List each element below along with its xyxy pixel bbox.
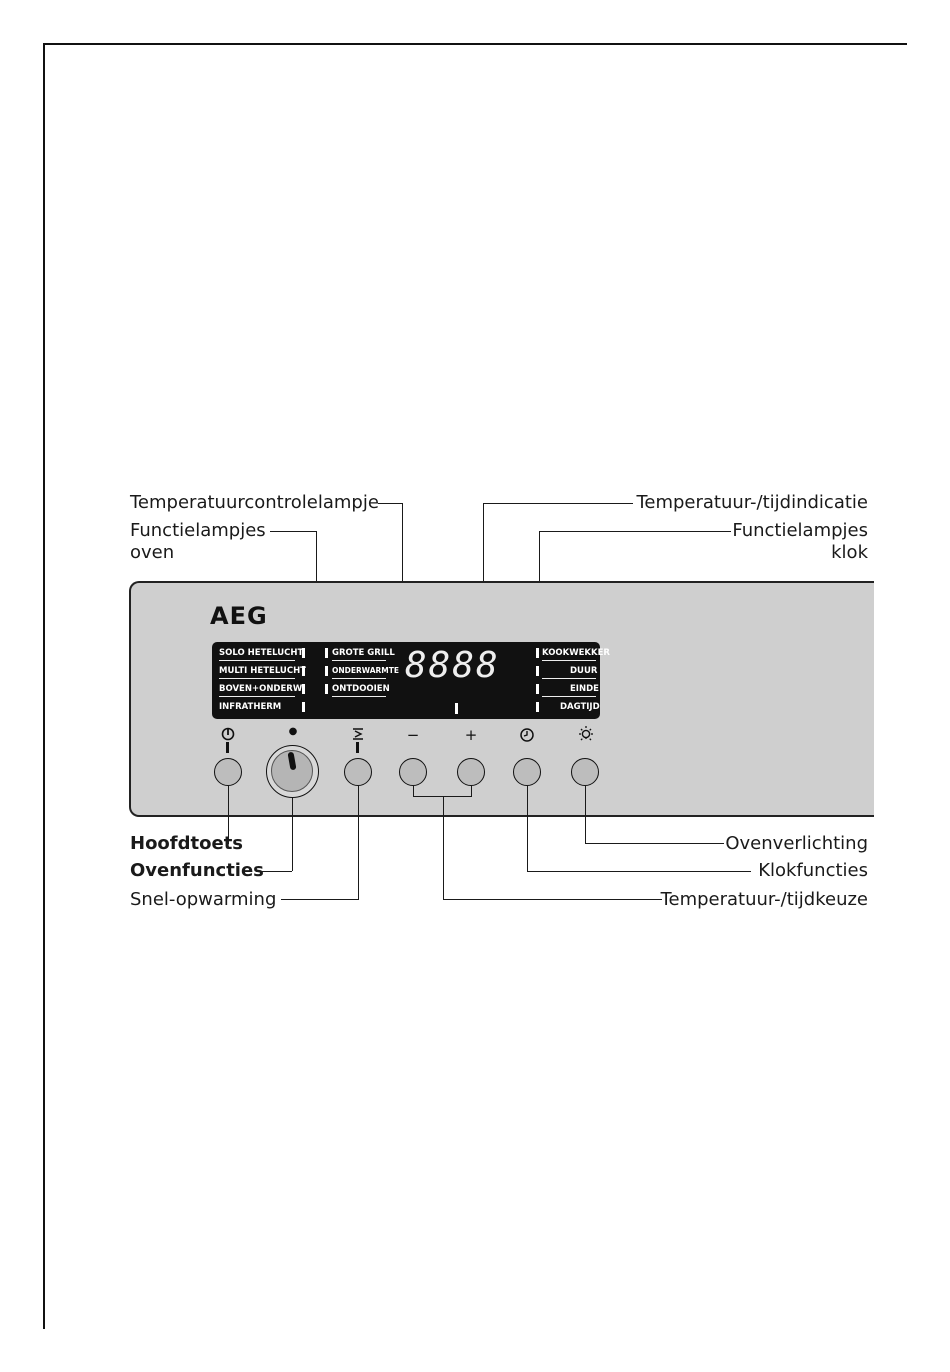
leader-select-h xyxy=(443,899,662,900)
power-icon xyxy=(221,727,235,741)
clock-function-lamp xyxy=(536,666,539,676)
oven-function-label: MULTI HETELUCHT xyxy=(219,666,306,676)
divider xyxy=(542,678,596,679)
dot-icon: ● xyxy=(288,726,298,737)
oven-function-label: ONDERWARMTE xyxy=(332,666,399,675)
leader-select-bracket-h xyxy=(413,796,472,797)
oven-function-label: ONTDOOIEN xyxy=(332,684,390,694)
plus-button[interactable] xyxy=(457,758,485,786)
label-function-lamps-clock-2: klok xyxy=(831,542,868,563)
leader-oven-functions-v xyxy=(292,798,293,871)
divider xyxy=(332,696,386,697)
divider xyxy=(219,660,295,661)
label-temp-time-select: Temperatuur-/tijdkeuze xyxy=(660,889,868,910)
clock-function-lamp xyxy=(536,684,539,694)
label-temp-time-indication: Temperatuur-/tijdindicatie xyxy=(636,492,868,513)
leader-select-v xyxy=(443,796,444,900)
temp-time-display: 8888 xyxy=(405,645,500,686)
label-clock-functions: Klokfuncties xyxy=(758,860,868,881)
temp-control-lamp xyxy=(455,703,458,714)
minus-button[interactable] xyxy=(399,758,427,786)
leader-quick-heat-v xyxy=(358,786,359,900)
quick-heat-button[interactable] xyxy=(344,758,372,786)
plus-icon: + xyxy=(464,726,478,744)
leader-temp-control-h1 xyxy=(378,503,402,504)
power-lamp xyxy=(226,742,229,753)
clock-function-lamp xyxy=(536,648,539,658)
leader-clock-functions-h xyxy=(527,871,751,872)
oven-function-lamp xyxy=(302,702,305,712)
leader-select-bracket-r xyxy=(471,786,472,796)
oven-function-label: SOLO HETELUCHT xyxy=(219,648,304,658)
label-function-lamps-oven-2: oven xyxy=(130,542,175,563)
oven-function-knob[interactable] xyxy=(266,745,319,798)
quick-heat-lamp xyxy=(356,742,359,753)
clock-functions-button[interactable] xyxy=(513,758,541,786)
label-oven-light: Ovenverlichting xyxy=(725,833,868,854)
leader-quick-heat-h xyxy=(281,899,358,900)
oven-light-button[interactable] xyxy=(571,758,599,786)
divider xyxy=(332,660,386,661)
leader-main-switch-v xyxy=(228,786,229,844)
oven-function-lamp xyxy=(325,648,328,658)
oven-function-lamp xyxy=(325,666,328,676)
divider xyxy=(542,660,596,661)
leader-clock-functions-v xyxy=(527,786,528,872)
label-function-lamps-clock-1: Functielampjes xyxy=(732,520,868,541)
clock-function-label: KOOKWEKKER xyxy=(542,648,610,658)
leader-oven-light-v xyxy=(585,786,586,844)
clock-icon xyxy=(520,728,534,742)
label-quick-heat: Snel-opwarming xyxy=(130,889,277,910)
oven-function-lamp xyxy=(302,684,305,694)
oven-function-label: GROTE GRILL xyxy=(332,648,395,658)
oven-function-lamp xyxy=(302,666,305,676)
oven-function-label: BOVEN+ONDERW. xyxy=(219,684,305,694)
leader-temp-time-ind-h xyxy=(483,503,633,504)
clock-function-label: EINDE xyxy=(570,684,599,694)
oven-function-lamp xyxy=(325,684,328,694)
leader-select-bracket-l xyxy=(413,786,414,796)
display-window xyxy=(212,642,600,719)
leader-clock-lamps-h xyxy=(539,531,731,532)
label-oven-functions: Ovenfuncties xyxy=(130,860,264,881)
page-frame xyxy=(43,43,907,1329)
minus-icon: − xyxy=(406,726,420,744)
brand-logo: AEG xyxy=(210,602,268,630)
main-switch-button[interactable] xyxy=(214,758,242,786)
leader-temp-time-ind-v xyxy=(483,503,484,651)
label-main-switch: Hoofdtoets xyxy=(130,833,244,854)
clock-function-label: DAGTIJD xyxy=(560,702,600,712)
quick-heat-icon xyxy=(353,728,363,740)
divider xyxy=(542,696,596,697)
leader-oven-functions-h xyxy=(256,871,292,872)
clock-function-lamp xyxy=(536,702,539,712)
divider xyxy=(332,678,386,679)
divider xyxy=(219,696,295,697)
label-temp-control-lamp: Temperatuurcontrolelampje xyxy=(130,492,379,513)
divider xyxy=(219,678,295,679)
leader-oven-lamps-h xyxy=(270,531,316,532)
clock-function-label: DUUR xyxy=(570,666,598,676)
light-bulb-icon xyxy=(579,726,593,741)
label-function-lamps-oven-1: Functielampjes xyxy=(130,520,266,541)
leader-oven-light-h xyxy=(585,843,724,844)
oven-function-label: INFRATHERM xyxy=(219,702,282,712)
oven-function-lamp xyxy=(302,648,305,658)
